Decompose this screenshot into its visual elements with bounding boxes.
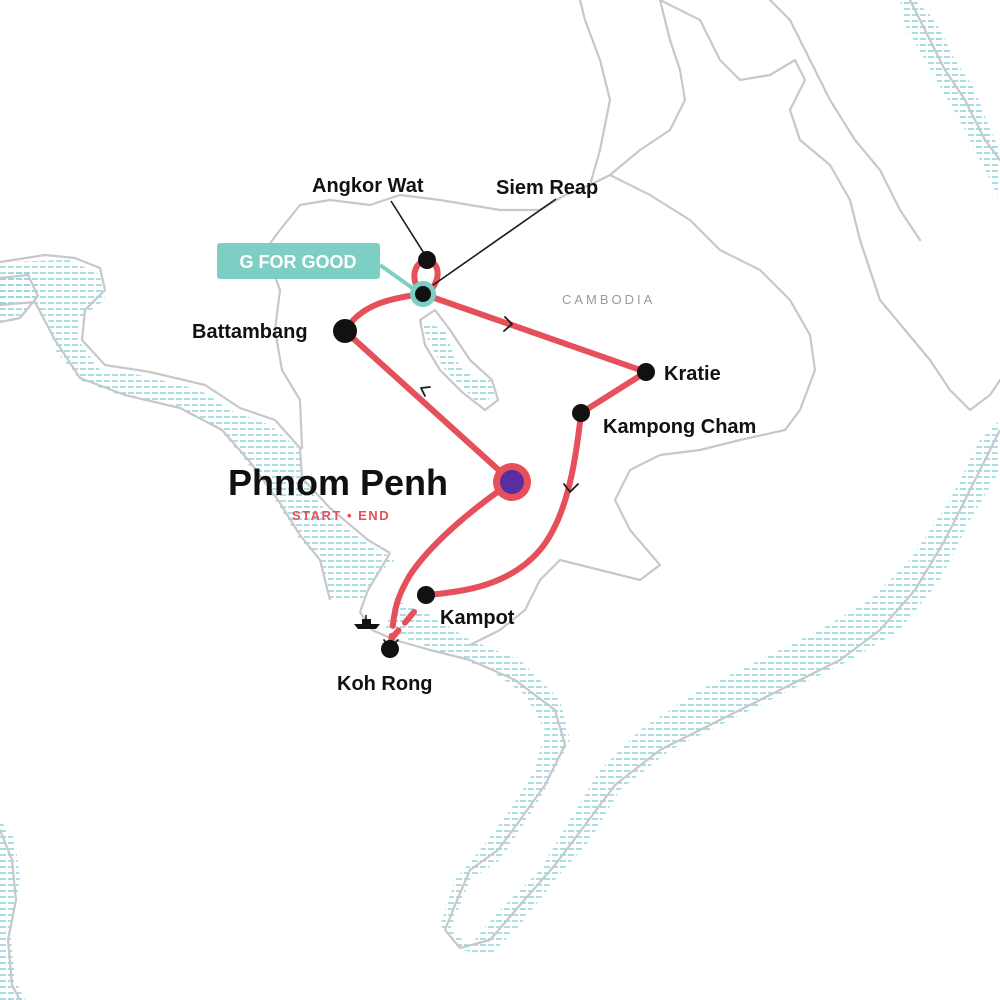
- battambang-label[interactable]: Battambang: [192, 321, 308, 343]
- angkor-wat-leader: [390, 200, 428, 259]
- battambang-marker[interactable]: [333, 319, 357, 343]
- kampot-marker[interactable]: [417, 586, 435, 604]
- koh-rong-marker[interactable]: [381, 640, 399, 658]
- siem-reap-marker[interactable]: [415, 286, 431, 302]
- g-for-good-label: G FOR GOOD: [240, 252, 357, 272]
- siem-reap-label[interactable]: Siem Reap: [496, 177, 598, 199]
- boat-icon: [354, 615, 380, 629]
- route-path: [342, 257, 649, 651]
- phnom-penh-label[interactable]: Phnom Penh: [228, 462, 448, 503]
- angkor-wat-marker[interactable]: [418, 251, 436, 269]
- labels: Angkor Wat Siem Reap Battambang Kratie K…: [192, 175, 756, 695]
- start-end-label: START • END: [292, 508, 390, 523]
- stop-markers: [333, 251, 655, 658]
- direction-arrow-icon: [420, 386, 431, 397]
- phnom-penh-marker-inner: [500, 470, 524, 494]
- siem-reap-leader: [425, 198, 557, 291]
- kampong-cham-label[interactable]: Kampong Cham: [603, 416, 756, 438]
- kampot-label[interactable]: Kampot: [440, 607, 515, 629]
- direction-arrow-icon: [503, 316, 513, 332]
- angkor-wat-label[interactable]: Angkor Wat: [312, 175, 424, 197]
- kratie-marker[interactable]: [637, 363, 655, 381]
- country-label: CAMBODIA: [562, 292, 655, 307]
- direction-arrow-icon: [563, 483, 579, 493]
- koh-rong-label[interactable]: Koh Rong: [337, 673, 433, 695]
- kratie-label[interactable]: Kratie: [664, 363, 721, 385]
- g-for-good-badge[interactable]: G FOR GOOD: [217, 243, 420, 294]
- kampong-cham-marker[interactable]: [572, 404, 590, 422]
